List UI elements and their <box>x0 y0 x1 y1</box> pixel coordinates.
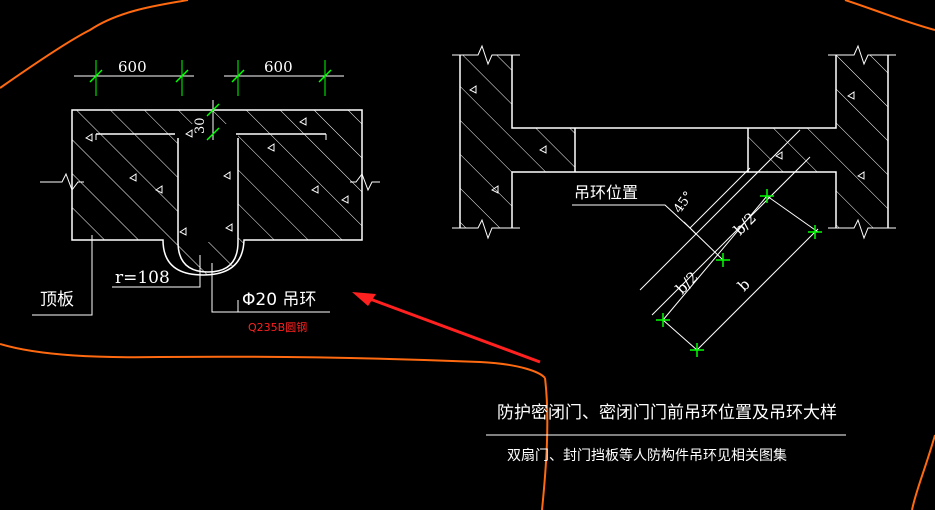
right-wall-detail <box>452 44 896 357</box>
lifting-ring <box>177 138 239 273</box>
caption-note: 双扇门、封门挡板等人防构件吊环见相关图集 <box>507 447 787 464</box>
ring-position-label: 吊环位置 <box>574 183 638 202</box>
angle-label: 45° <box>671 189 697 216</box>
caption-title: 防护密闭门、密闭门门前吊环位置及吊环大样 <box>497 403 837 423</box>
ring-label: Φ20 吊环 <box>242 290 316 310</box>
dimension-label-right: 600 <box>264 58 293 76</box>
slab-label: 顶板 <box>40 290 74 310</box>
dimension-label-left: 600 <box>118 58 147 76</box>
b-label: b <box>734 275 754 295</box>
dimension-label-small: 30 <box>193 117 208 134</box>
radius-label: r=108 <box>115 268 170 288</box>
slab-outline <box>71 109 363 276</box>
steel-note: Q235B圆钢 <box>248 321 307 334</box>
red-arrow-annotation <box>352 292 541 364</box>
half-b-label-lower: b/2 <box>672 268 702 298</box>
left-dimensions <box>74 60 344 141</box>
